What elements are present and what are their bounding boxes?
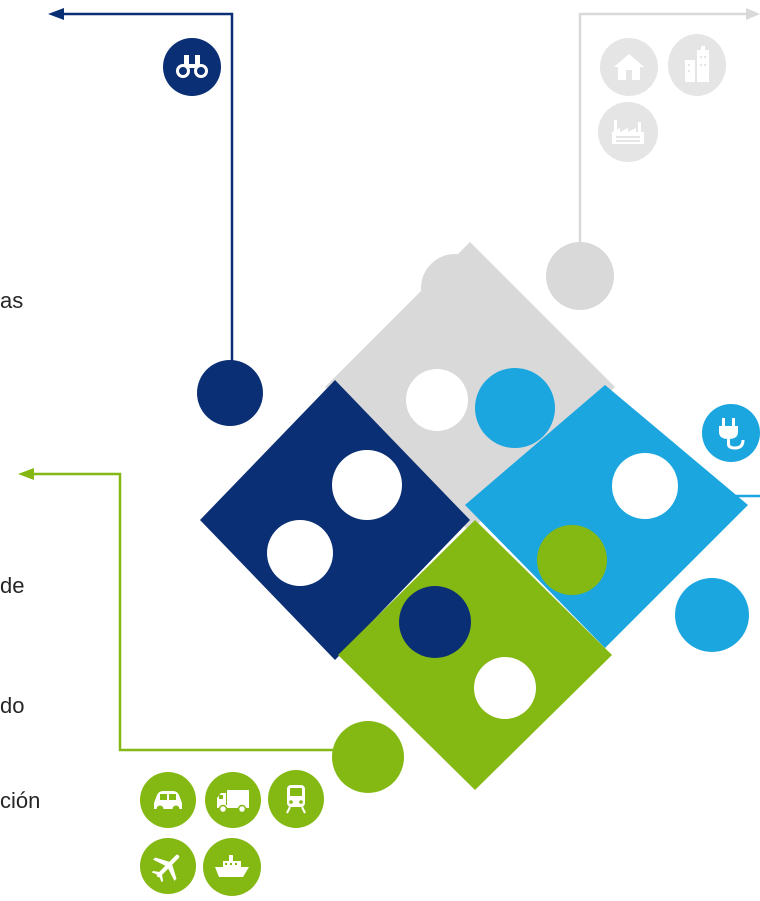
navy-arrow-head bbox=[48, 8, 64, 20]
skyscraper-icon bbox=[668, 34, 726, 96]
factory-icon bbox=[598, 102, 658, 162]
house-icon bbox=[600, 38, 658, 96]
puzzle-piece-green bbox=[332, 520, 612, 793]
truck-icon bbox=[205, 772, 261, 828]
text-fragment-4: ción bbox=[0, 788, 41, 813]
airplane-icon bbox=[140, 838, 196, 894]
gray-connector bbox=[578, 8, 760, 245]
gray-arrow-head bbox=[746, 8, 760, 20]
green-arrow-head bbox=[18, 468, 34, 480]
puzzle-piece-blue bbox=[465, 368, 749, 652]
text-fragment-2: de bbox=[0, 573, 25, 598]
green-connector bbox=[18, 468, 345, 752]
text-fragment-1: as bbox=[0, 288, 24, 313]
car-icon bbox=[140, 772, 196, 828]
binoculars-icon bbox=[163, 38, 221, 96]
navy-knob bbox=[399, 586, 471, 658]
puzzle-sockets bbox=[267, 369, 678, 719]
power-plug-icon bbox=[702, 404, 760, 462]
train-icon bbox=[268, 770, 324, 828]
text-fragment-3: do bbox=[0, 693, 25, 718]
navy-connector bbox=[48, 8, 234, 380]
ship-icon bbox=[203, 838, 261, 896]
